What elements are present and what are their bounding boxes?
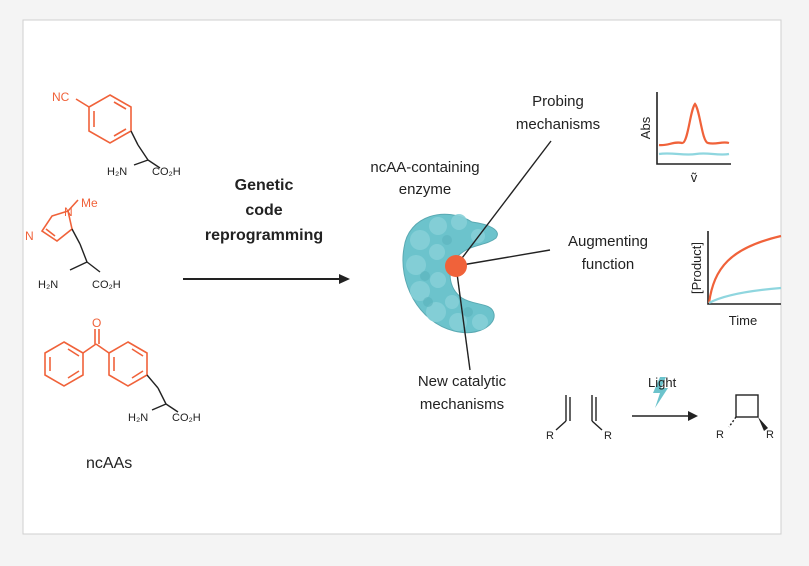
probing-label-line-1: Probing (532, 93, 584, 110)
augmenting-label-line-2: function (582, 256, 635, 273)
ring-nitrogen-2-label: N (25, 229, 34, 243)
augmenting-label-line-1: Augmenting (568, 233, 648, 250)
probing-label-line-2: mechanisms (516, 116, 600, 133)
amine-label-bottom: H₂N (128, 412, 148, 424)
kinetics-orange-curve (707, 234, 782, 304)
arrow-label-line-1: Genetic (235, 177, 294, 194)
new-catalytic-label-line-2: mechanisms (420, 396, 504, 413)
molecule-cyanophenylalanine: NC H₂N CO₂H (52, 90, 181, 178)
figure-panel (22, 19, 782, 535)
spectrum-ylabel: Abs (638, 116, 653, 139)
backbone-top (130, 130, 161, 169)
alkene-reactants (555, 395, 603, 431)
acid-label-top: CO₂H (152, 166, 181, 178)
product-wedge-bond (758, 417, 768, 431)
carbonyl-oxygen-label: O (92, 316, 101, 330)
callout-lines (455, 140, 552, 371)
arrow-label-line-3: reprogramming (205, 227, 323, 244)
backbone-bottom (146, 374, 179, 413)
acid-label-bottom: CO₂H (172, 412, 201, 424)
kinetics-xlabel: Time (729, 313, 757, 328)
molecule-methylhistidine: N N Me H₂N CO₂H (25, 196, 121, 291)
enzyme-illustration (402, 213, 498, 333)
substituent-label-top: NC (52, 90, 70, 104)
backbone-middle (69, 228, 101, 273)
reprogramming-arrow (183, 274, 350, 284)
amine-label-top: H₂N (107, 166, 127, 178)
molecule-benzoylphenylalanine: O H₂N CO₂H (44, 316, 201, 424)
benzophenone-core (44, 329, 148, 387)
spectrum-teal-curve (658, 152, 730, 156)
photoreaction-scheme: R R Light R R (546, 375, 774, 442)
kinetics-plot: [Product] Time (689, 231, 782, 328)
amine-label-middle: H₂N (38, 279, 58, 291)
arrow-label-line-2: code (245, 202, 282, 219)
methyl-label: Me (81, 196, 98, 210)
light-condition-label: Light (648, 375, 677, 390)
kinetics-ylabel: [Product] (689, 242, 704, 294)
product-r-group-right: R (766, 429, 774, 441)
spectrum-orange-curve (658, 102, 730, 147)
acid-label-middle: CO₂H (92, 279, 121, 291)
new-catalytic-label-line-1: New catalytic (418, 373, 507, 390)
ncaa-active-site (445, 255, 467, 277)
spectrum-plot: Abs ṽ (638, 92, 731, 185)
reactant-r-group-right: R (604, 430, 612, 442)
lightning-icon (653, 377, 668, 408)
ring-nitrogen-1-label: N (64, 205, 73, 219)
enzyme-label-line-1: ncAA-containing (370, 159, 479, 176)
enzyme-label-line-2: enzyme (399, 181, 452, 198)
kinetics-teal-curve (708, 286, 782, 304)
spectrum-xlabel: ṽ (691, 170, 698, 185)
benzene-ring-top (75, 94, 132, 144)
ncaas-caption: ncAAs (86, 455, 132, 472)
product-r-group-left: R (716, 429, 724, 441)
reactant-r-group-left: R (546, 430, 554, 442)
cyclobutane-product (728, 394, 759, 428)
imidazole-ring (40, 199, 79, 242)
